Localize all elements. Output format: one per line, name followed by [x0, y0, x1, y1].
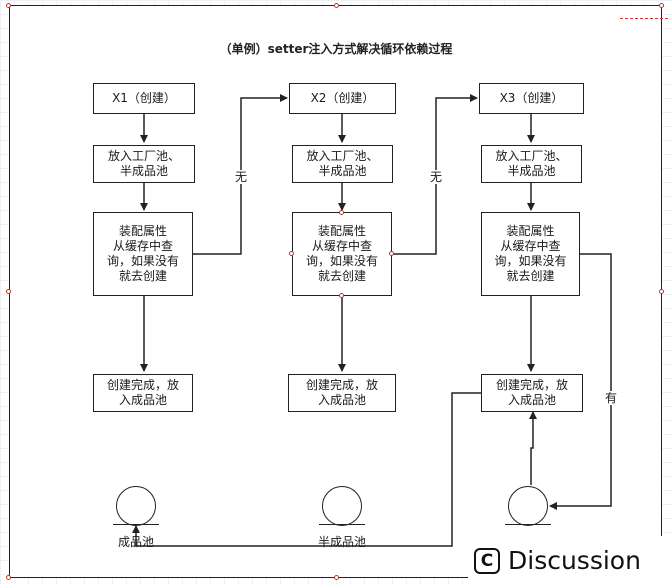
resize-handle-middle-left[interactable]: [6, 289, 11, 294]
finished-pool-base: [113, 524, 159, 525]
node-assemble-3[interactable]: 装配属性 从缓存中查 询，如果没有 就去创建: [481, 212, 580, 296]
resize-handle-top-center[interactable]: [334, 3, 339, 8]
node-x2-create[interactable]: X2（创建）: [289, 83, 396, 114]
edge-assemble3-to-pool3: [549, 253, 612, 510]
connection-point-bottom[interactable]: [339, 293, 344, 298]
node-put-factory-3[interactable]: 放入工厂池、 半成品池: [481, 145, 582, 183]
finished-pool-label: 成品池: [117, 535, 154, 549]
resize-handle-bottom-center[interactable]: [334, 575, 339, 580]
diagram-title: （单例）setter注入方式解决循环依赖过程: [219, 42, 453, 56]
node-done-3[interactable]: 创建完成，放 入成品池: [481, 374, 583, 412]
semi-finished-pool-label: 半成品池: [317, 535, 366, 549]
edge-done3-to-pool1: [132, 392, 481, 547]
node-assemble-1[interactable]: 装配属性 从缓存中查 询，如果没有 就去创建: [93, 212, 193, 296]
node-put-factory-2[interactable]: 放入工厂池、 半成品池: [292, 145, 393, 183]
edge-pool3-to-done3: [529, 411, 537, 485]
node-done-1[interactable]: 创建完成，放 入成品池: [93, 374, 193, 412]
resize-handle-middle-right[interactable]: [659, 289, 664, 294]
finished-pool-circle[interactable]: [116, 486, 156, 526]
pool-circle-right[interactable]: [508, 486, 548, 526]
node-done-2[interactable]: 创建完成，放 入成品池: [288, 374, 396, 412]
connection-point-top[interactable]: [339, 210, 344, 215]
watermark: C Discussion: [468, 536, 672, 585]
edge-label-none-2: 无: [428, 170, 445, 184]
node-x1-create[interactable]: X1（创建）: [93, 83, 195, 114]
edge-label-has: 有: [603, 391, 620, 405]
resize-handle-top-left[interactable]: [6, 3, 11, 8]
connection-point-right[interactable]: [389, 251, 394, 256]
edge-label-none-1: 无: [233, 170, 250, 184]
semi-finished-pool-base: [319, 524, 365, 525]
watermark-text: Discussion: [508, 546, 641, 575]
connection-point-left[interactable]: [289, 251, 294, 256]
resize-handle-top-right[interactable]: [659, 3, 664, 8]
selection-dashed-edge: [620, 18, 668, 19]
semi-finished-pool-circle-middle[interactable]: [322, 486, 362, 526]
node-assemble-2[interactable]: 装配属性 从缓存中查 询，如果没有 就去创建: [292, 212, 392, 296]
node-x3-create[interactable]: X3（创建）: [479, 83, 584, 114]
pool-right-base: [505, 524, 551, 525]
node-put-factory-1[interactable]: 放入工厂池、 半成品池: [93, 145, 195, 183]
resize-handle-bottom-left[interactable]: [6, 575, 11, 580]
copyright-icon: C: [474, 547, 500, 574]
